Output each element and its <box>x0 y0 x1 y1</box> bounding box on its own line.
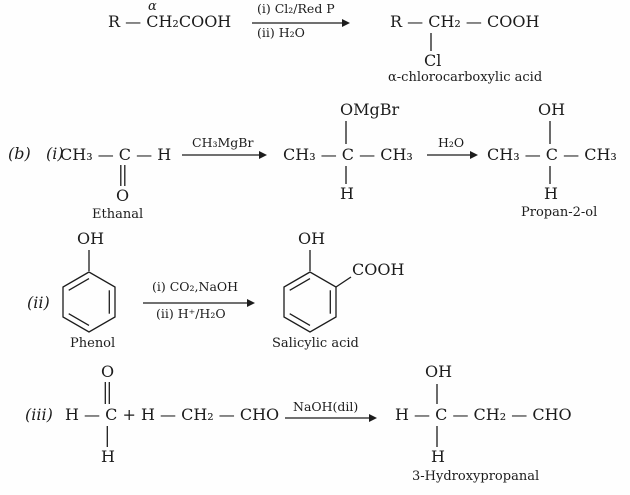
r3-salicylic-oh: OH <box>298 229 326 248</box>
r2-arrow1-reagent: CH₃MgBr <box>192 135 254 150</box>
r3-arrow-reagent-top: (i) CO₂,NaOH <box>152 279 239 294</box>
r3-phenol-oh: OH <box>77 229 105 248</box>
r2-intermediate-h: H <box>340 184 354 203</box>
phenol-benzene-ring <box>62 250 116 333</box>
r4-product-caption: 3-Hydroxypropanal <box>412 469 540 484</box>
r2-product-caption: Propan-2-ol <box>521 205 598 220</box>
r3-product-caption: Salicylic acid <box>272 336 359 351</box>
r3-salicylic-cooh: COOH <box>352 260 405 279</box>
formaldehyde-carbonyl-bond <box>104 382 110 447</box>
r2-product-oh: OH <box>538 100 566 119</box>
r2-product-h: H <box>544 184 558 203</box>
r4-reactant-h: H <box>101 447 115 466</box>
r2-intermediate-formula: CH₃ — C — CH₃ <box>283 145 413 164</box>
r1-arrow-reagent-bottom: (ii) H₂O <box>257 25 305 40</box>
reaction3-arrow <box>143 299 255 307</box>
item-label-iii: (iii) <box>25 405 53 424</box>
reaction2-arrow2 <box>427 151 478 159</box>
r1-product-formula: R — CH₂ — COOH <box>390 12 540 31</box>
salicylic-benzene-ring <box>283 250 352 333</box>
r4-product-oh: OH <box>425 362 453 381</box>
item-label-i: (i) <box>46 144 64 163</box>
reaction2-arrow1 <box>182 151 267 159</box>
r4-arrow-reagent: NaOH(dil) <box>293 399 359 414</box>
r2-arrow2-reagent: H₂O <box>438 135 465 150</box>
r3-reactant-caption: Phenol <box>70 336 116 351</box>
r3-arrow-reagent-bottom: (ii) H⁺/H₂O <box>156 306 226 321</box>
item-label-ii: (ii) <box>27 293 50 312</box>
reaction1-arrow <box>252 19 350 27</box>
r2-reactant-caption: Ethanal <box>92 207 144 222</box>
r1-arrow-reagent-top: (i) Cl₂/Red P <box>257 1 335 16</box>
r1-reactant-formula: R — CH₂COOH <box>108 12 232 31</box>
r4-product-h: H <box>431 447 445 466</box>
r4-reactant-formula: H — C + H — CH₂ — CHO <box>65 405 280 424</box>
alpha-position-mark: α <box>148 0 157 14</box>
r2-reactant-oxygen: O <box>116 186 130 205</box>
ring-cooh-bond <box>335 276 352 288</box>
part-label-b: (b) <box>8 144 31 163</box>
r2-reactant-formula: CH₃ — C — H <box>60 145 172 164</box>
reaction4-arrow <box>285 414 377 422</box>
ethanal-carbonyl-bond <box>120 165 126 186</box>
r2-product-formula: CH₃ — C — CH₃ <box>487 145 617 164</box>
r2-intermediate-omgbr: OMgBr <box>340 100 400 119</box>
r1-product-cl-group: Cl <box>424 51 442 70</box>
r4-reactant-oxygen: O <box>101 362 115 381</box>
r4-product-formula: H — C — CH₂ — CHO <box>395 405 572 424</box>
r1-product-caption: α-chlorocarboxylic acid <box>388 70 543 85</box>
